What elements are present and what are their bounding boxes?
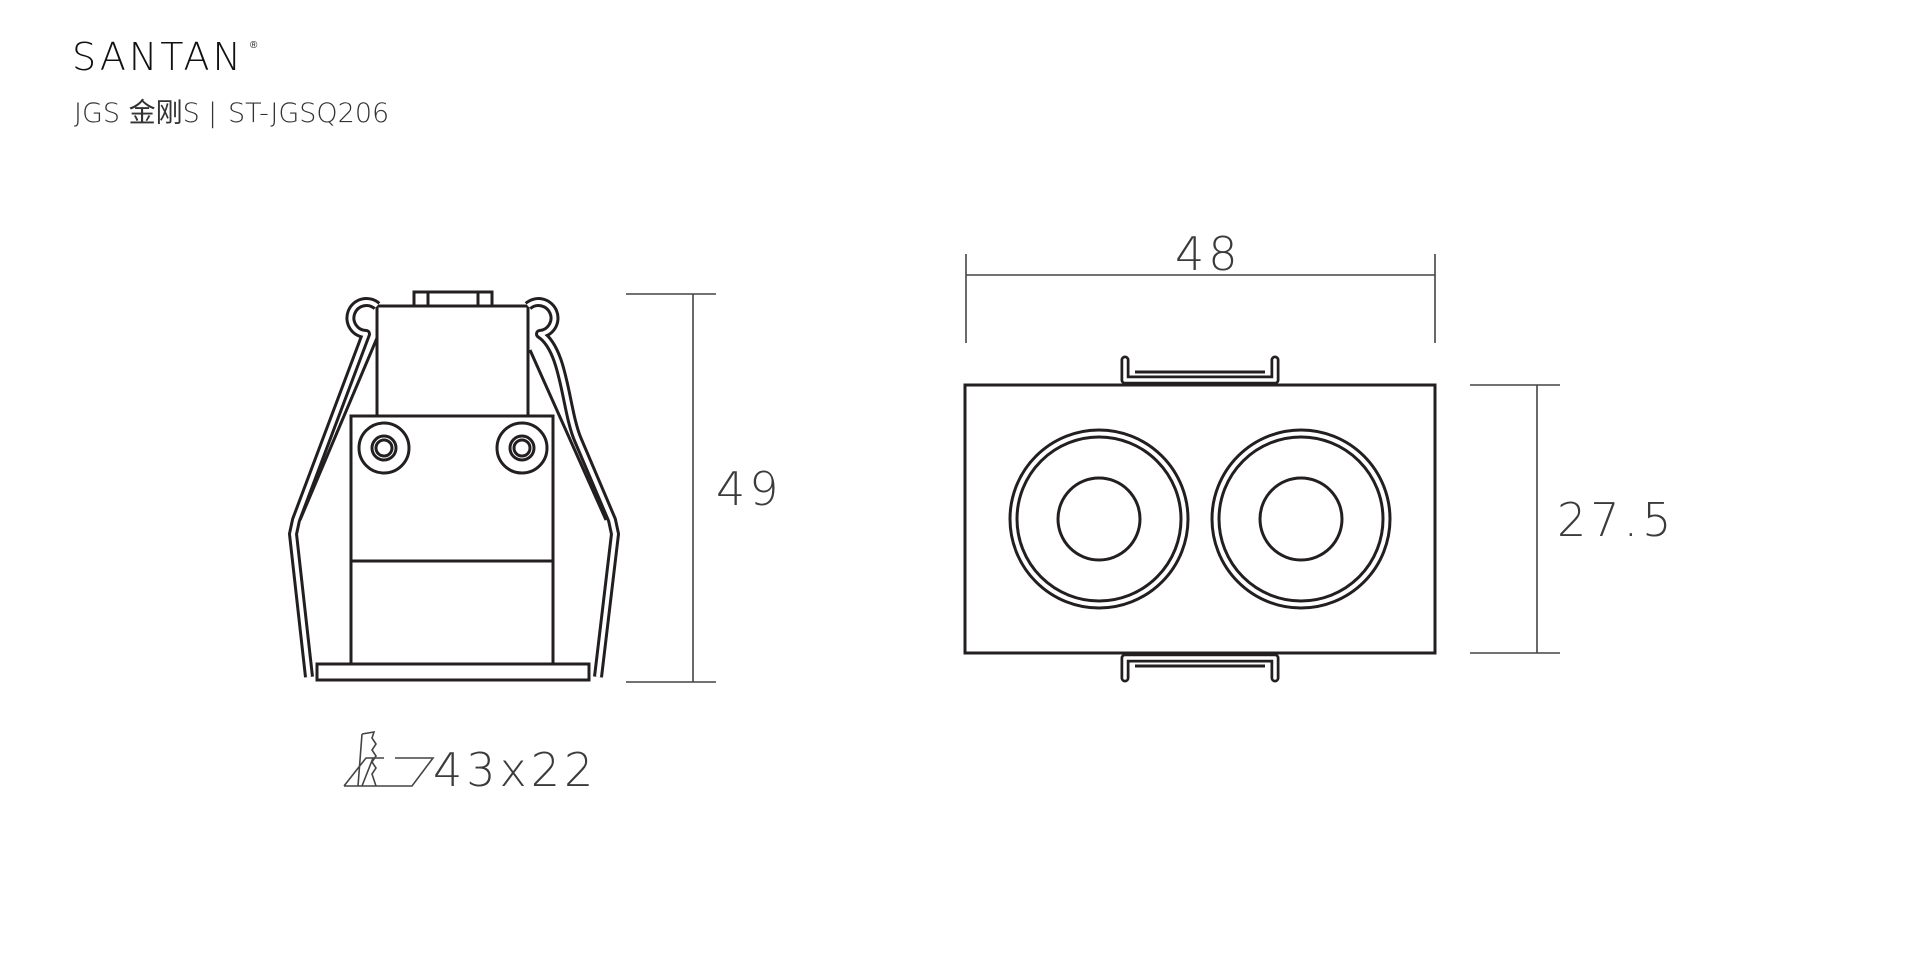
cutout-label: 43x22 bbox=[433, 743, 597, 797]
spring-clip-right bbox=[524, 297, 620, 678]
clip-top bbox=[1120, 355, 1280, 385]
series-logo: JGS 金刚S bbox=[74, 98, 200, 129]
separator: | bbox=[208, 98, 217, 129]
lens-right bbox=[1210, 428, 1392, 610]
screw-left bbox=[357, 421, 411, 475]
brand-logo: SANTAN bbox=[72, 35, 244, 79]
width-dimension: 48 bbox=[965, 227, 1436, 343]
depth-label: 27.5 bbox=[1557, 493, 1675, 547]
lens-left bbox=[1008, 428, 1190, 610]
height-dimension: 49 bbox=[626, 293, 783, 683]
side-view-drawing bbox=[288, 290, 620, 682]
ceiling-cutout-icon bbox=[343, 730, 435, 787]
top-view-drawing bbox=[963, 355, 1437, 683]
screw-right bbox=[495, 421, 549, 475]
spring-clip-left bbox=[288, 297, 381, 678]
depth-dimension: 27.5 bbox=[1470, 384, 1675, 654]
height-label: 49 bbox=[716, 462, 783, 516]
model-number: ST-JGSQ206 bbox=[228, 98, 389, 129]
clip-bottom bbox=[1120, 653, 1280, 683]
registered-mark: ® bbox=[250, 40, 258, 51]
width-label: 48 bbox=[1175, 227, 1242, 281]
